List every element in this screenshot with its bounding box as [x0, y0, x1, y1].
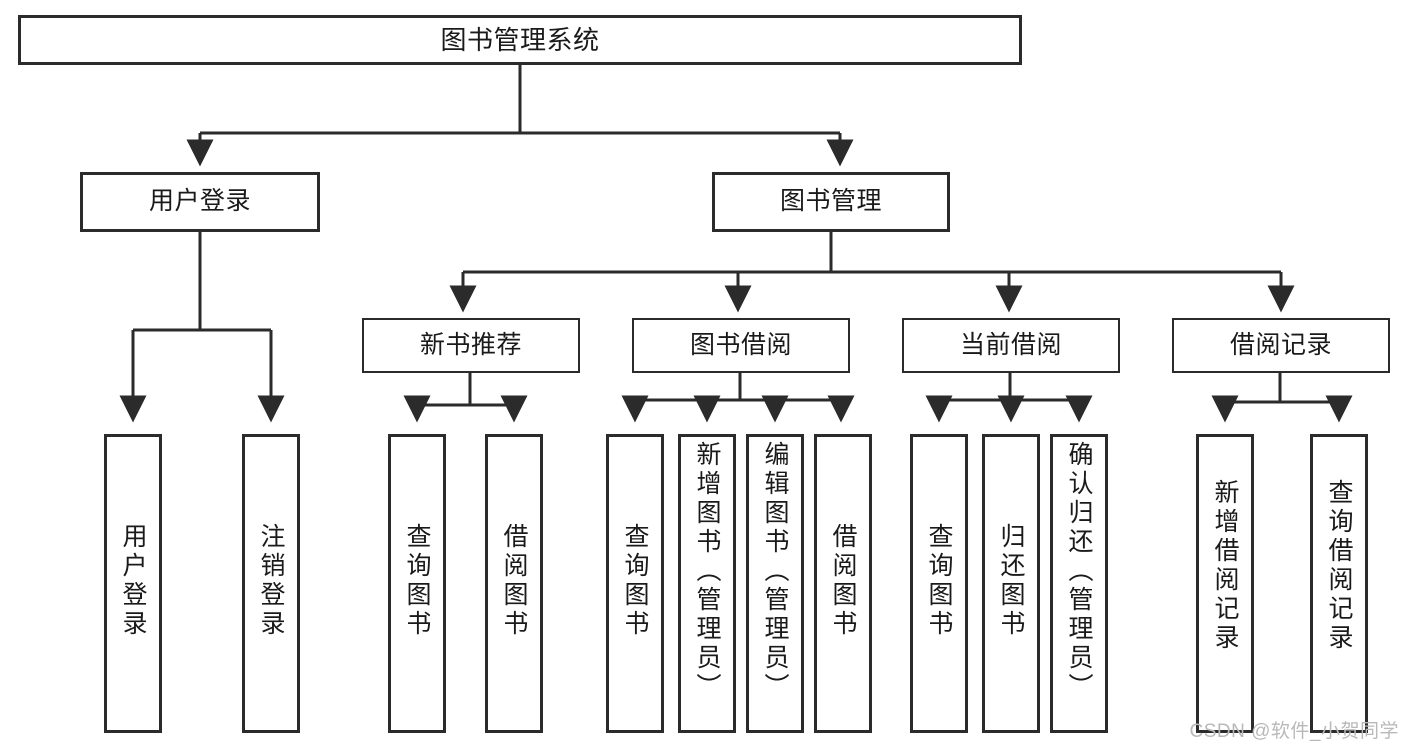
node-current-borrow[interactable]: 当前借阅 — [902, 318, 1120, 373]
leaf-query-book-2[interactable]: 查询图书 — [606, 434, 664, 733]
leaf-query-book-2-label: 查询图书 — [621, 523, 649, 639]
leaf-borrow-book-1[interactable]: 借阅图书 — [485, 434, 543, 733]
leaf-query-book-1[interactable]: 查询图书 — [388, 434, 446, 733]
leaf-user-login-label: 用户登录 — [119, 523, 147, 639]
node-root[interactable]: 图书管理系统 — [18, 15, 1022, 65]
leaf-borrow-book-1-label: 借阅图书 — [500, 523, 528, 639]
leaf-logout[interactable]: 注销登录 — [242, 434, 300, 733]
leaf-return-book-label: 归还图书 — [997, 523, 1025, 639]
leaf-confirm-return-admin[interactable]: 确认归还（管理员） — [1050, 434, 1108, 733]
node-book-borrow-label: 图书借阅 — [689, 330, 792, 359]
leaf-borrow-book-2[interactable]: 借阅图书 — [814, 434, 872, 733]
leaf-add-book-admin-label: 新增图书（管理员） — [693, 441, 721, 702]
leaf-add-book-admin[interactable]: 新增图书（管理员） — [678, 434, 736, 733]
leaf-user-login[interactable]: 用户登录 — [104, 434, 162, 733]
leaf-add-borrow-record[interactable]: 新增借阅记录 — [1196, 434, 1254, 733]
node-new-book-recommend[interactable]: 新书推荐 — [362, 318, 580, 373]
node-current-borrow-label: 当前借阅 — [959, 330, 1062, 359]
node-user-login[interactable]: 用户登录 — [80, 172, 320, 232]
leaf-logout-label: 注销登录 — [257, 523, 285, 639]
leaf-query-borrow-record-label: 查询借阅记录 — [1325, 479, 1353, 653]
node-book-borrow[interactable]: 图书借阅 — [632, 318, 850, 373]
leaf-edit-book-admin-label: 编辑图书（管理员） — [761, 441, 789, 702]
node-book-management[interactable]: 图书管理 — [712, 172, 950, 232]
node-book-management-label: 图书管理 — [779, 187, 882, 216]
node-user-login-label: 用户登录 — [148, 187, 251, 216]
leaf-return-book[interactable]: 归还图书 — [982, 434, 1040, 733]
leaf-borrow-book-2-label: 借阅图书 — [829, 523, 857, 639]
leaf-query-book-3[interactable]: 查询图书 — [910, 434, 968, 733]
leaf-add-borrow-record-label: 新增借阅记录 — [1211, 479, 1239, 653]
leaf-query-borrow-record[interactable]: 查询借阅记录 — [1310, 434, 1368, 733]
leaf-query-book-1-label: 查询图书 — [403, 523, 431, 639]
node-borrow-records-label: 借阅记录 — [1229, 330, 1332, 359]
node-borrow-records[interactable]: 借阅记录 — [1172, 318, 1390, 373]
leaf-confirm-return-admin-label: 确认归还（管理员） — [1065, 441, 1093, 702]
watermark: CSDN @软件_小贺同学 — [1189, 721, 1399, 742]
node-root-label: 图书管理系统 — [440, 24, 600, 55]
leaf-edit-book-admin[interactable]: 编辑图书（管理员） — [746, 434, 804, 733]
leaf-query-book-3-label: 查询图书 — [925, 523, 953, 639]
node-new-book-recommend-label: 新书推荐 — [419, 330, 522, 359]
